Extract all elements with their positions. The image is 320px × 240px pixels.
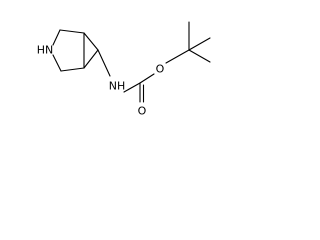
bond-ester-o-c-tert	[165, 49, 190, 64]
atom-label-nh: NH	[109, 80, 126, 93]
bond-nh-carbonyl-c	[123, 82, 141, 93]
atom-label-hn: HN	[37, 44, 54, 57]
bond-carbonyl-c-ester-o	[139, 73, 155, 84]
bond-n-c-lower	[52, 54, 62, 72]
chemical-structure-canvas: HN NH O O	[0, 0, 242, 137]
bond-c-upper-c-bridge-upper	[59, 29, 85, 34]
molecule-diagram: HN NH O O	[37, 21, 211, 118]
bond-bridge-lower-c-cyclopropyl	[83, 49, 99, 69]
bond-c-cyclopropyl-nh	[97, 49, 111, 77]
bond-bridge-upper-c-cyclopropyl	[83, 32, 99, 51]
atom-label-carbonyl-o: O	[138, 105, 147, 118]
bond-c-lower-c-bridge-lower	[60, 67, 85, 72]
atom-label-ester-o: O	[156, 63, 165, 76]
bond-c-tert-methyl-bottom	[188, 49, 211, 63]
bond-n-c-upper	[52, 29, 61, 46]
bond-c-tert-methyl-right	[188, 37, 211, 51]
